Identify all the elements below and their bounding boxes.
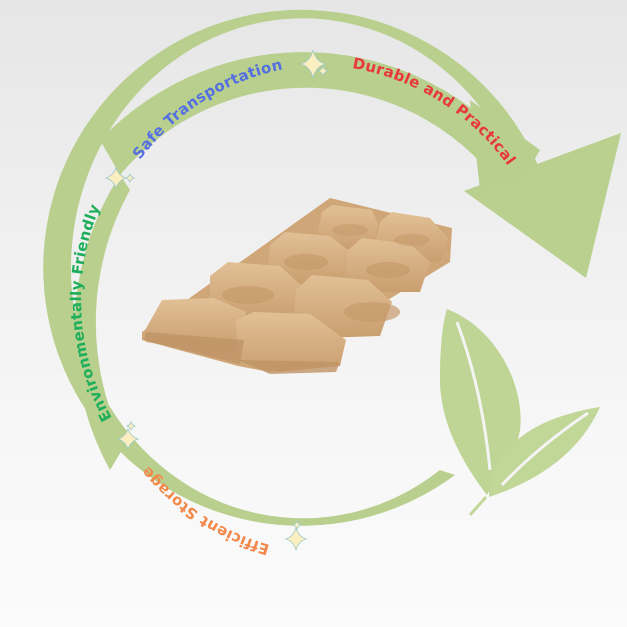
leaf-icon bbox=[440, 309, 600, 516]
label-efficient-storage: Efficient Storage bbox=[137, 463, 271, 558]
circular-arrow-icon bbox=[43, 9, 621, 526]
sparkle-icon bbox=[104, 49, 329, 552]
pulp-tray-image bbox=[142, 198, 452, 374]
